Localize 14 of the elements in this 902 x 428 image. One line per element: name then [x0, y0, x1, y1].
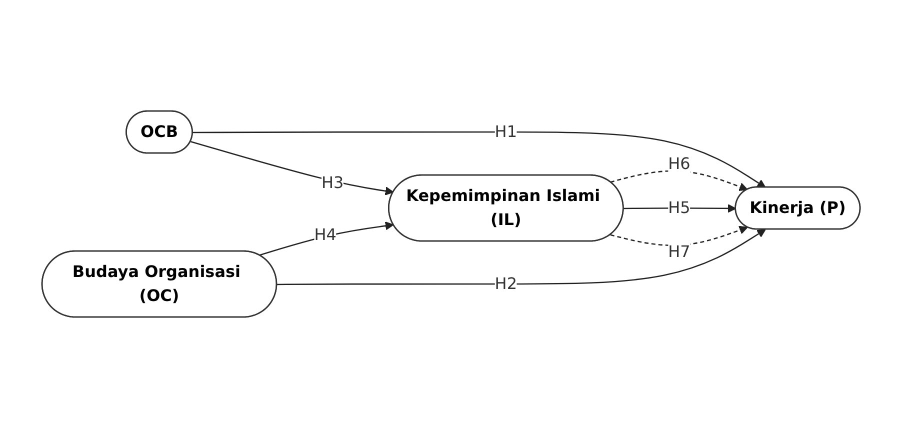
arrow [259, 221, 394, 256]
edge-label: H7 [668, 242, 690, 261]
arrow [276, 229, 766, 286]
edge-label: H6 [668, 154, 690, 173]
arrow [190, 140, 394, 196]
edge-label: H4 [314, 225, 336, 244]
arrow [624, 204, 736, 213]
arrow [192, 131, 766, 188]
edge-label: H2 [494, 274, 517, 293]
edge-label: H5 [668, 198, 690, 217]
edge-label: H1 [494, 122, 517, 141]
arrow [610, 226, 748, 246]
edge-label: H3 [321, 172, 344, 192]
arrow [610, 170, 748, 191]
